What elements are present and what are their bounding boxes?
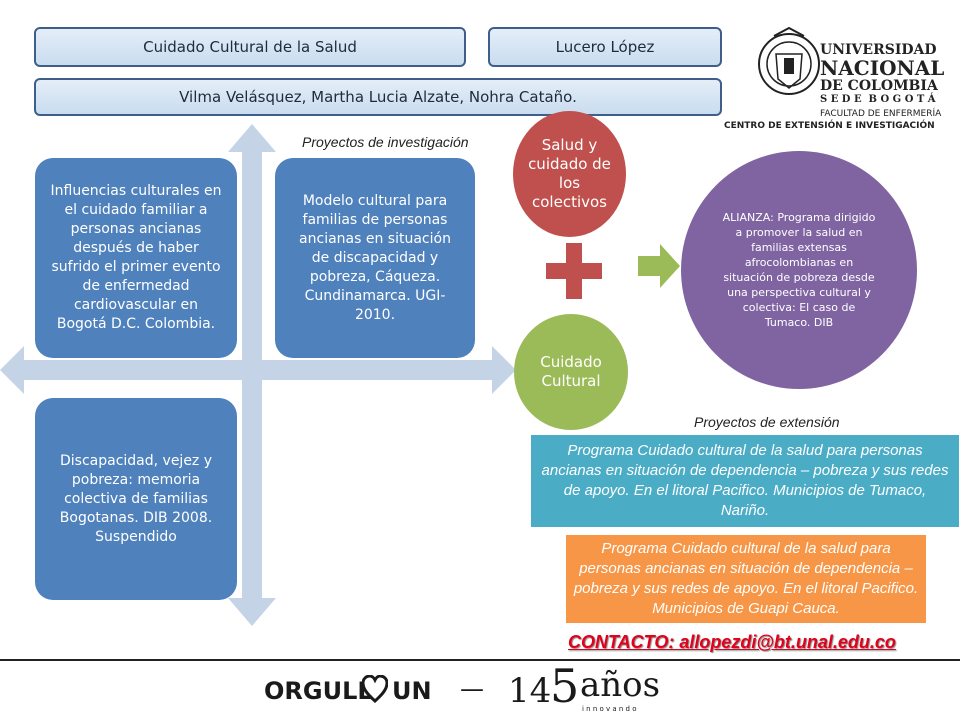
heart-icon: [362, 675, 388, 703]
horizontal-axis: [20, 360, 495, 380]
logo-line4: S E D E B O G O T Á: [820, 94, 936, 105]
slogan-part-b: UN: [392, 677, 432, 705]
research-caption: Proyectos de investigación: [302, 134, 469, 150]
logo-line1: UNIVERSIDAD: [820, 42, 937, 58]
alliance-circle: ALIANZA: Programa dirigido a promover la…: [681, 151, 917, 389]
anniversary-number-a: 14: [508, 671, 552, 711]
logo-line6: CENTRO DE EXTENSIÓN E INVESTIGACIÓN: [724, 121, 935, 131]
logo-line3: DE COLOMBIA: [820, 78, 938, 94]
arrow-right-green-icon: [638, 244, 680, 288]
arrow-left-icon: [0, 346, 24, 394]
research-project-2: Modelo cultural para familias de persona…: [275, 158, 475, 358]
extension-program-guapi: Programa Cuidado cultural de la salud pa…: [566, 535, 926, 623]
logo-line5: FACULTAD DE ENFERMERÍA: [820, 109, 942, 119]
coauthors: Vilma Velásquez, Martha Lucia Alzate, No…: [34, 78, 722, 116]
research-project-1: Influencias culturales en el cuidado fam…: [35, 158, 237, 358]
plus-icon: [546, 243, 602, 299]
cultural-care-circle: Cuidado Cultural: [514, 314, 628, 430]
arrow-up-icon: [228, 124, 276, 152]
slogan-part-a: ORGULL: [264, 677, 373, 705]
anniversary-anos: años: [580, 665, 661, 705]
extension-caption: Proyectos de extensión: [694, 414, 840, 430]
anniversary-innovando: i n n o v a n d o: [582, 705, 637, 713]
footer-divider: [0, 659, 960, 661]
university-logo: UNIVERSIDAD NACIONAL DE COLOMBIA S E D E…: [720, 20, 960, 135]
logo-line2: NACIONAL: [820, 56, 945, 80]
arrow-right-icon: [492, 346, 516, 394]
arrow-down-icon: [228, 598, 276, 626]
health-collectives-circle: Salud y cuidado de los colectivos: [513, 111, 626, 237]
extension-program-tumaco: Programa Cuidado cultural de la salud pa…: [531, 435, 959, 527]
footer-branding: ORGULL UN — 14 5 años i n n o v a n d o: [260, 659, 680, 715]
footer-dash: —: [460, 675, 484, 703]
shield-icon: [758, 26, 820, 95]
research-project-3: Discapacidad, vejez y pobreza: memoria c…: [35, 398, 237, 600]
contact-email[interactable]: CONTACTO: allopezdi@bt.unal.edu.co: [568, 632, 896, 652]
author-name: Lucero López: [488, 27, 722, 67]
anniversary-number-b: 5: [550, 659, 580, 713]
course-title: Cuidado Cultural de la Salud: [34, 27, 466, 67]
